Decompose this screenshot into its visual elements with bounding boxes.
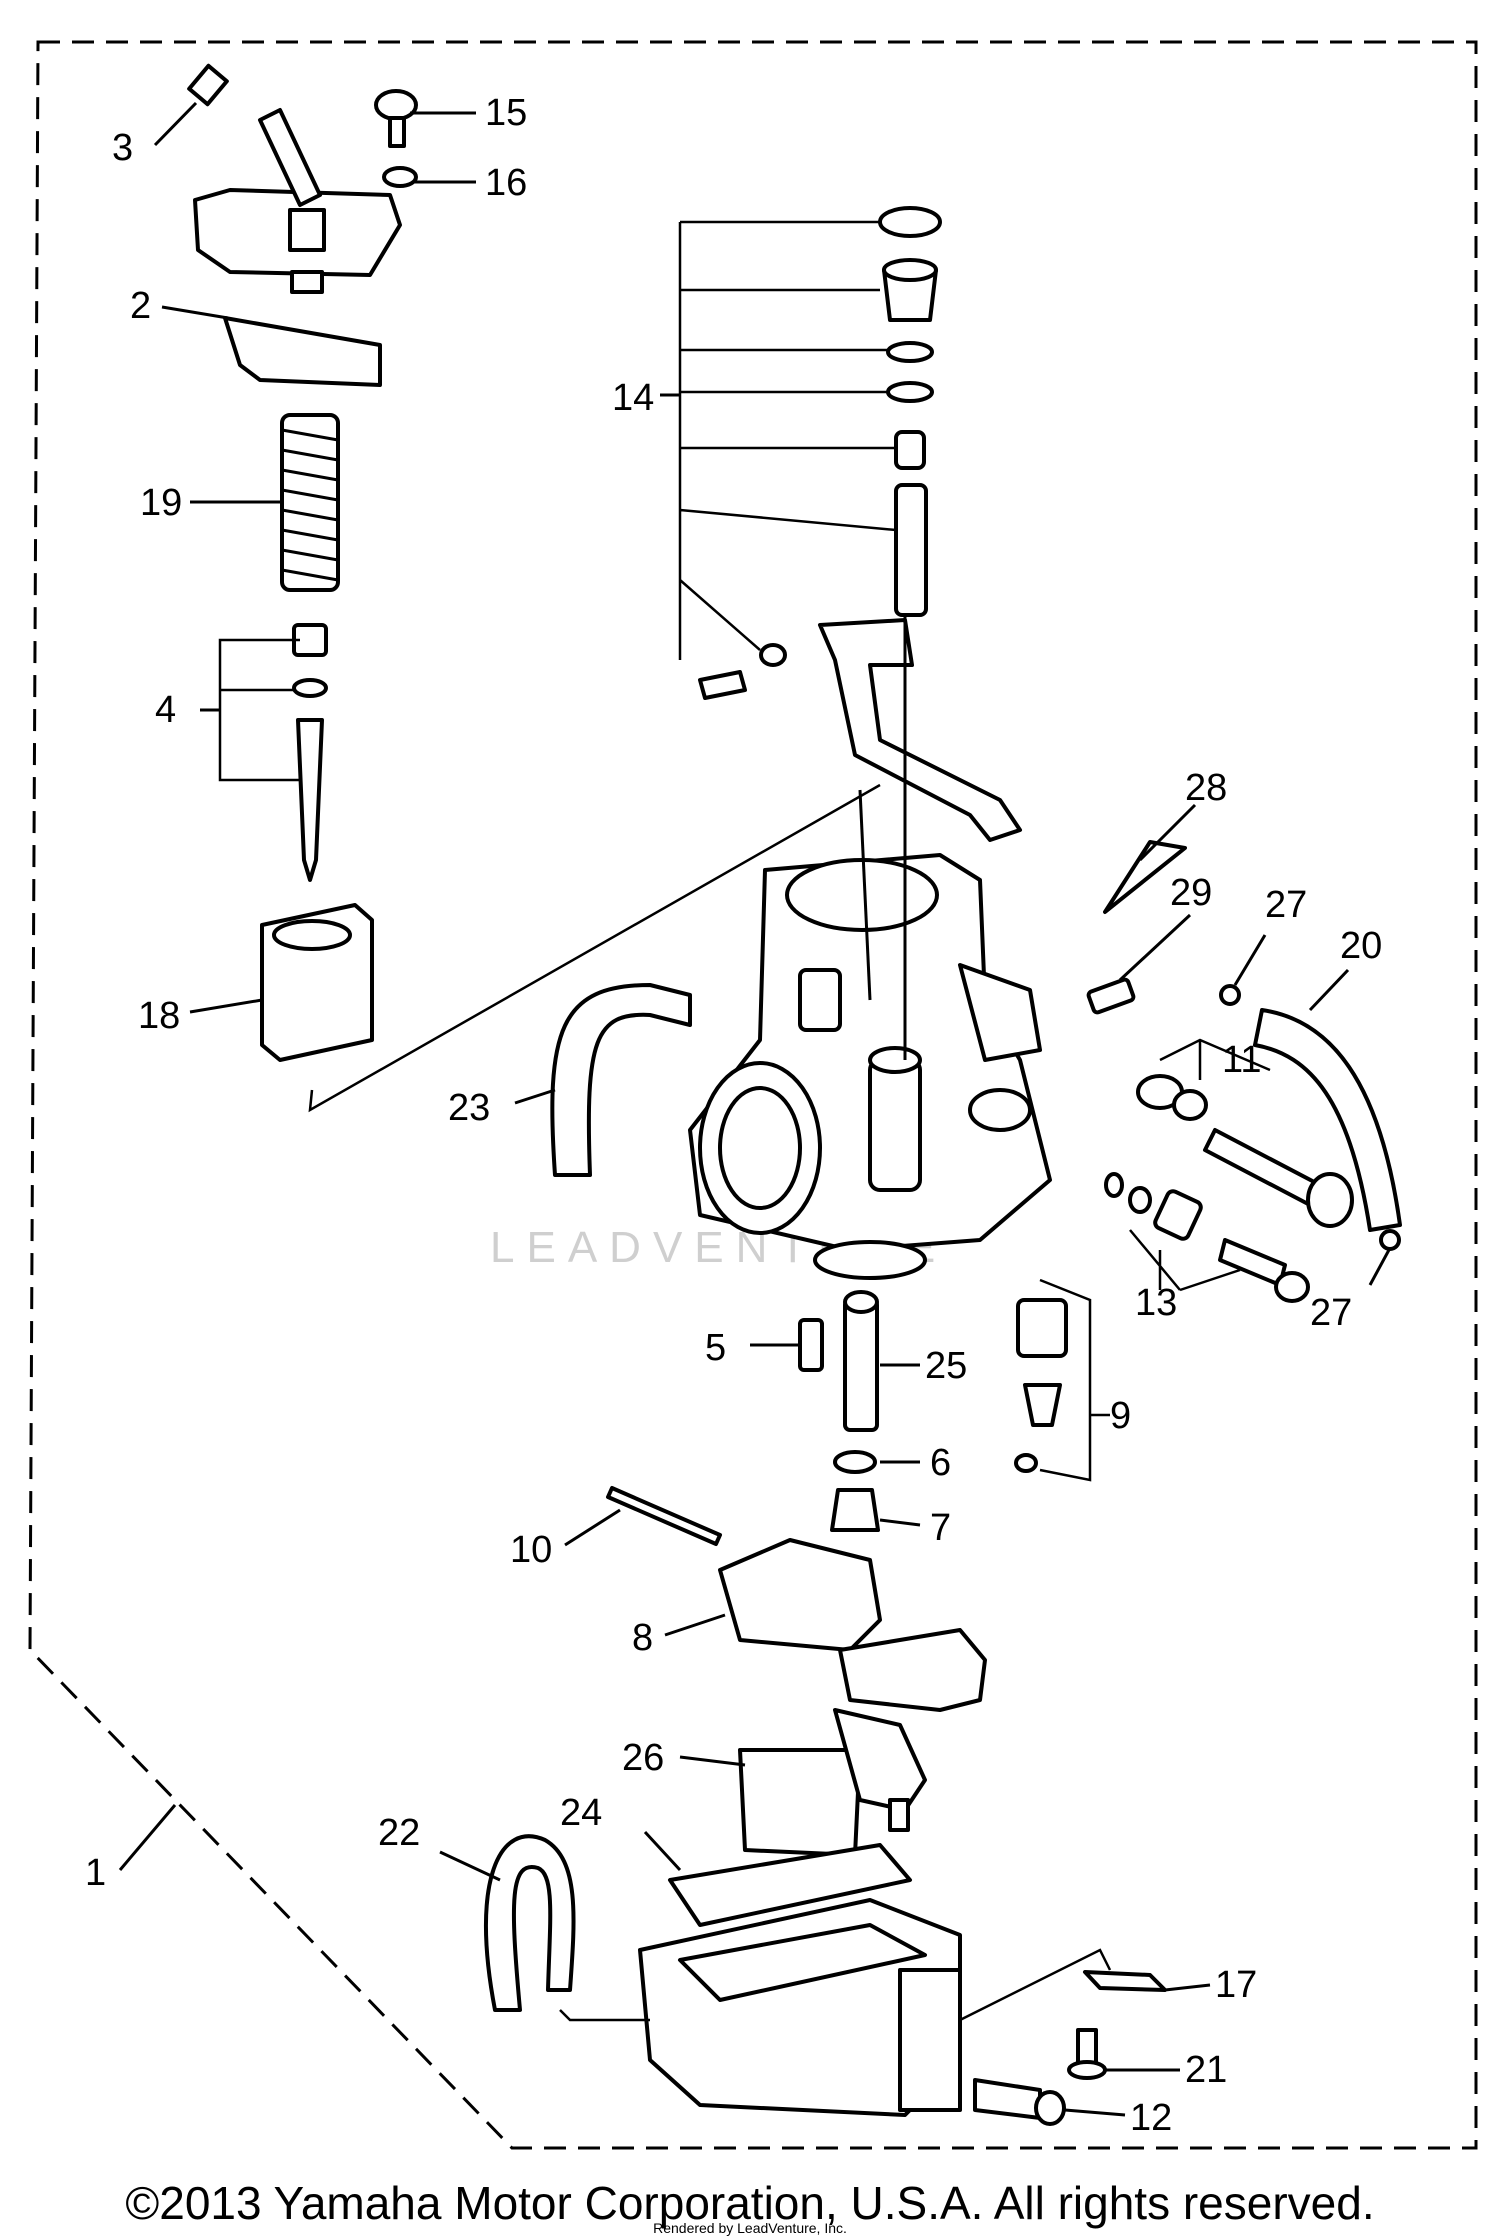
callout-15: 15 [485, 92, 527, 134]
part-20-hose [1253, 1008, 1402, 1232]
part-23-hose [550, 983, 692, 1177]
part-22-hose [483, 1834, 576, 2012]
callout-16: 16 [485, 162, 527, 204]
callout-12: 12 [1130, 2097, 1172, 2139]
callout-4: 4 [155, 689, 176, 731]
callout-19: 19 [140, 482, 182, 524]
callout-11: 11 [1222, 1039, 1261, 1081]
part-carb-top-cap [193, 108, 402, 294]
callout-labels: 1 2 3 4 5 6 7 8 9 10 11 12 13 14 15 16 1… [85, 92, 1382, 2139]
callout-27-top: 27 [1265, 884, 1307, 926]
callout-21: 21 [1185, 2049, 1227, 2091]
part-12-drain-screw [973, 2078, 1066, 2126]
part-27-clip-bottom [1379, 1229, 1401, 1251]
callout-17: 17 [1215, 1964, 1257, 2006]
callout-3: 3 [112, 127, 133, 169]
callout-14: 14 [612, 377, 654, 419]
leader-lines [118, 101, 1392, 2117]
part-2-gasket [223, 316, 382, 387]
callout-1: 1 [85, 1852, 106, 1894]
callout-9: 9 [1110, 1395, 1131, 1437]
part-13-air-screw [1104, 1172, 1310, 1303]
part-29-jet [1086, 977, 1136, 1015]
part-28-needle [1103, 840, 1187, 914]
part-8-float [718, 1538, 987, 1712]
part-18-throttle-valve [260, 903, 374, 1062]
part-17-clip [1083, 1970, 1167, 1992]
part-14-throttle-assembly [698, 206, 1022, 842]
part-25-needle-jet [843, 1290, 879, 1432]
part-19-spring [280, 413, 340, 592]
callout-20: 20 [1340, 925, 1382, 967]
assembly-boundary [28, 40, 1478, 2150]
part-5-jet [798, 1318, 824, 1372]
callout-18: 18 [138, 995, 180, 1037]
part-7-main-jet [830, 1488, 880, 1532]
part-27-clip-top [1219, 984, 1241, 1006]
callout-27-bottom: 27 [1310, 1292, 1352, 1334]
callout-8: 8 [632, 1617, 653, 1659]
part-16-washer [382, 166, 418, 188]
part-carburetor-body [688, 615, 1052, 1280]
callout-5: 5 [705, 1327, 726, 1369]
part-11-idle-screw [1136, 1074, 1354, 1228]
callout-25: 25 [925, 1345, 967, 1387]
callout-2: 2 [130, 285, 151, 327]
callout-13: 13 [1135, 1282, 1177, 1324]
copyright-notice: ©2013 Yamaha Motor Corporation, U.S.A. A… [125, 2177, 1375, 2229]
callout-23: 23 [448, 1087, 490, 1129]
callout-10: 10 [510, 1529, 552, 1571]
part-3-screw [187, 63, 229, 107]
callout-28: 28 [1185, 767, 1227, 809]
callout-7: 7 [930, 1507, 951, 1549]
part-9-needle-valve [1014, 1298, 1068, 1473]
rendered-by-note: Rendered by LeadVenture, Inc. [653, 2220, 847, 2236]
callout-29: 29 [1170, 872, 1212, 914]
part-10-float-pin [606, 1486, 722, 1546]
part-24-gasket [668, 1843, 912, 1927]
part-6-washer [833, 1450, 877, 1474]
callout-6: 6 [930, 1442, 951, 1484]
part-4-needle-set [292, 623, 328, 882]
callout-26: 26 [622, 1737, 664, 1779]
callout-22: 22 [378, 1812, 420, 1854]
part-15-screw [374, 89, 418, 148]
part-26-plate [738, 1708, 927, 1857]
part-21-screw [1067, 2028, 1107, 2080]
callout-24: 24 [560, 1792, 602, 1834]
part-float-bowl [638, 1898, 962, 2117]
